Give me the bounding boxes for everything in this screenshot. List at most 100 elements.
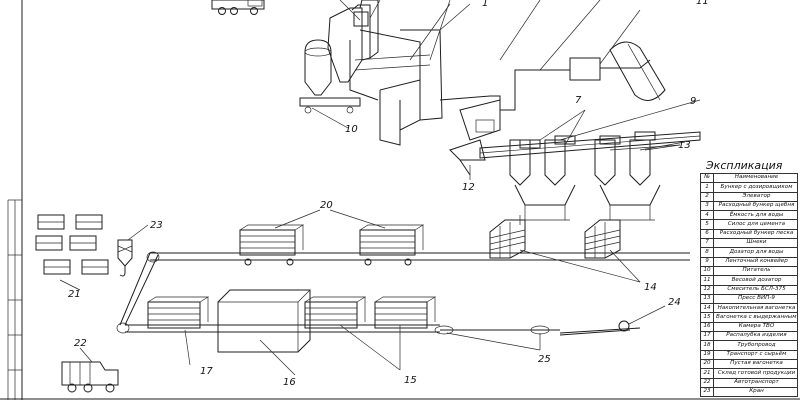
legend-row-name: Питатель — [713, 265, 798, 277]
legend-row-name: Транспорт с сырьём — [713, 349, 798, 360]
empty-wagon-2 — [359, 224, 425, 266]
storage-wagon-1 — [489, 219, 526, 259]
legend-row-num: 2 — [700, 191, 714, 202]
legend-row-num: 7 — [700, 238, 714, 249]
label-22: 22 — [74, 338, 87, 349]
legend-row-num: 8 — [700, 247, 714, 258]
empty-wagon-1 — [239, 224, 305, 266]
steam-chamber — [217, 289, 311, 353]
label-23: 23 — [150, 220, 163, 231]
legend-row-name: Расходный бункер песка — [713, 228, 798, 240]
transfer-rails — [116, 251, 690, 336]
hopper-silo-group — [299, 0, 451, 146]
label-15: 15 — [404, 375, 417, 386]
leader-lines-top — [409, 0, 641, 71]
label-14: 14 — [644, 282, 657, 293]
raw-material-truck — [211, 0, 265, 15]
legend-row-num: 19 — [700, 349, 714, 360]
legend-row-name: Элеватор — [713, 191, 798, 202]
legend-row-num: 6 — [700, 228, 714, 240]
label-20: 20 — [320, 200, 333, 211]
legend-row-name: Смеситель БСЛ-375 — [713, 284, 798, 295]
legend-row-name: Пустая вагонетка — [713, 358, 798, 370]
legend-row-name: Накопительная вагонетка — [713, 303, 798, 314]
crane-hook — [117, 224, 149, 277]
legend-row-name: Трубопровод — [713, 340, 798, 351]
label-7: 7 — [575, 95, 582, 106]
legend-row-num: 10 — [700, 265, 714, 277]
legend-row-num: 9 — [700, 256, 714, 267]
pipeline-track — [559, 305, 666, 334]
legend-header-row: № Наименование — [700, 172, 798, 184]
legend-row-name: Дозатор для воды — [713, 247, 798, 258]
legend-row-name: Пресс ВИП-9 — [713, 293, 798, 305]
legend-row-name: Камера ТВО — [713, 321, 798, 333]
legend-header-name: Наименование — [713, 172, 798, 184]
legend-row-num: 5 — [700, 219, 714, 230]
legend-row-name: Ёмкость для воды — [713, 210, 798, 221]
legend-row-num: 3 — [700, 200, 714, 212]
position-labels: 1 7 9 10 11 12 13 14 15 16 17 20 21 22 2… — [68, 0, 709, 388]
label-25: 25 — [538, 354, 551, 365]
label-21: 21 — [68, 289, 81, 300]
legend-row-num: 20 — [700, 358, 714, 370]
legend-row-num: 17 — [700, 331, 714, 342]
legend-row-name: Шнеки — [713, 238, 798, 249]
label-24: 24 — [668, 297, 681, 308]
legend-row-num: 21 — [700, 368, 714, 379]
legend-row-num: 11 — [700, 275, 714, 286]
label-17: 17 — [200, 366, 213, 377]
label-10: 10 — [345, 124, 358, 135]
finished-goods-stacks — [35, 214, 109, 291]
label-9: 9 — [690, 96, 696, 107]
belt-conveyor — [479, 99, 701, 159]
legend-row-num: 15 — [700, 312, 714, 323]
legend-header-num: № — [700, 172, 714, 184]
leader-lines-floor — [184, 107, 681, 376]
legend-row-num: 4 — [700, 210, 714, 221]
legend-row-num: 18 — [700, 340, 714, 351]
legend-row-name: Кран — [713, 386, 798, 398]
legend-row-name: Силос для цемента — [713, 219, 798, 230]
legend-row-num: 14 — [700, 303, 714, 314]
legend-row-num: 22 — [700, 377, 714, 388]
label-12: 12 — [462, 182, 475, 193]
storage-wagon-2 — [584, 219, 621, 259]
legend-row-num: 12 — [700, 284, 714, 295]
legend-title: Экспликация — [706, 159, 783, 172]
cured-wagon-2 — [374, 296, 437, 329]
mixer-and-dispenser — [449, 99, 501, 176]
legend-row-num: 16 — [700, 321, 714, 333]
legend-row-num: 13 — [700, 293, 714, 305]
legend-row-name: Ленточный конвейер — [713, 256, 798, 267]
legend-row-name: Бункер с дозировщиком — [713, 182, 798, 193]
legend-row-name: Весовой дозатор — [713, 275, 798, 286]
label-16: 16 — [283, 377, 296, 388]
press-left — [509, 135, 576, 221]
legend-row-name: Распалубка изделия — [713, 331, 798, 342]
legend-row-name: Расходный бункер щебня — [713, 200, 798, 212]
legend-row-name: Автотранспорт — [713, 377, 798, 388]
legend-row-name: Склад готовой продукции — [713, 368, 798, 379]
dosing-pipes — [439, 41, 666, 111]
